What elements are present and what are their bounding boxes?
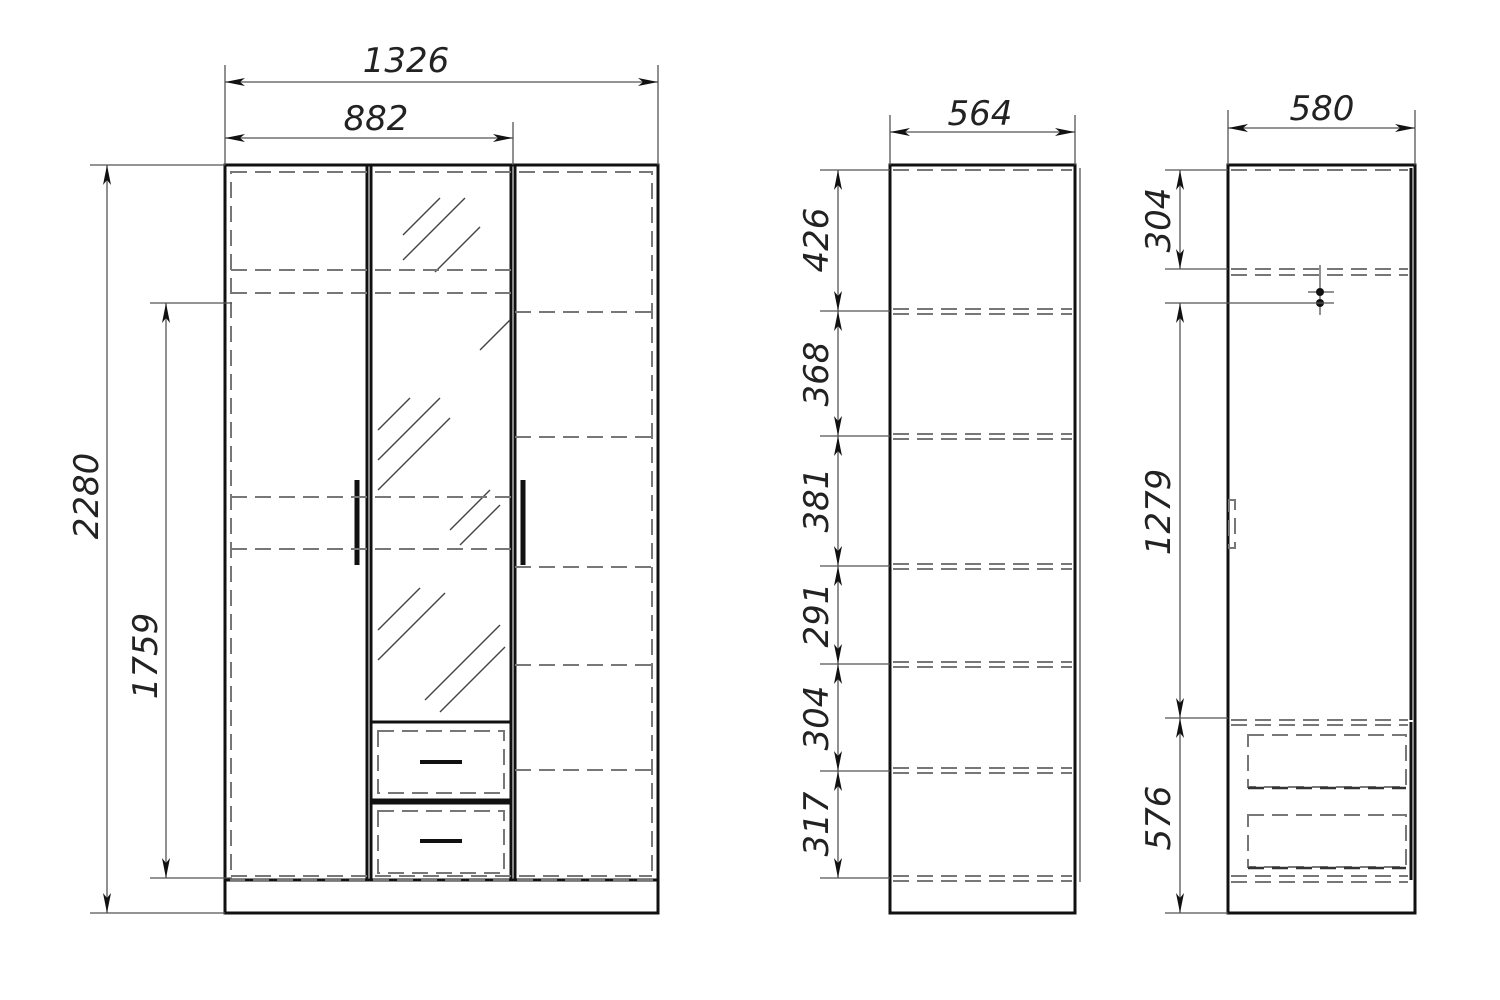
front-dimensions	[90, 65, 659, 914]
dim-rail-top: 304	[1139, 188, 1179, 253]
dim-section-5: 304	[797, 686, 837, 751]
side-panel	[888, 163, 1077, 915]
dim-width-partial: 882	[344, 99, 409, 139]
drawer-box-bottom	[377, 810, 505, 874]
dim-section-2: 368	[797, 342, 837, 407]
dim-section-4: 291	[797, 583, 837, 648]
dim-section-1: 426	[797, 208, 837, 273]
shelf-lines	[893, 169, 1072, 882]
rail-hidden-lines	[1228, 169, 1408, 883]
side-view-rail: 580 304 1279 576	[1139, 89, 1417, 915]
hidden-lines	[230, 171, 653, 881]
wardrobe-body	[223, 163, 660, 915]
hanging-rail-marker	[1308, 265, 1334, 315]
dim-depth: 564	[948, 94, 1013, 134]
drawer-top	[369, 720, 513, 802]
drawer-box-top	[377, 730, 505, 794]
drawer-bottom	[369, 801, 513, 882]
side-panel-rail	[1226, 163, 1417, 915]
dim-rail-hanging: 1279	[1139, 469, 1179, 556]
dim-height-total: 2280	[67, 453, 107, 540]
dim-rail-drawers: 576	[1139, 786, 1179, 851]
dim-section-6: 317	[797, 791, 837, 856]
rail-dimensions	[1165, 110, 1416, 914]
dim-section-3: 381	[797, 468, 837, 533]
front-view: 1326 882 2280 1759	[67, 41, 660, 915]
dim-depth-rail: 580	[1290, 89, 1355, 129]
side-dimensions	[820, 115, 1076, 879]
dim-width-total: 1326	[363, 41, 450, 81]
side-view-shelves: 564 426 368 381 291 304 317	[797, 94, 1081, 915]
mirror-hatching	[377, 197, 511, 713]
dim-height-hanging: 1759	[126, 613, 166, 700]
